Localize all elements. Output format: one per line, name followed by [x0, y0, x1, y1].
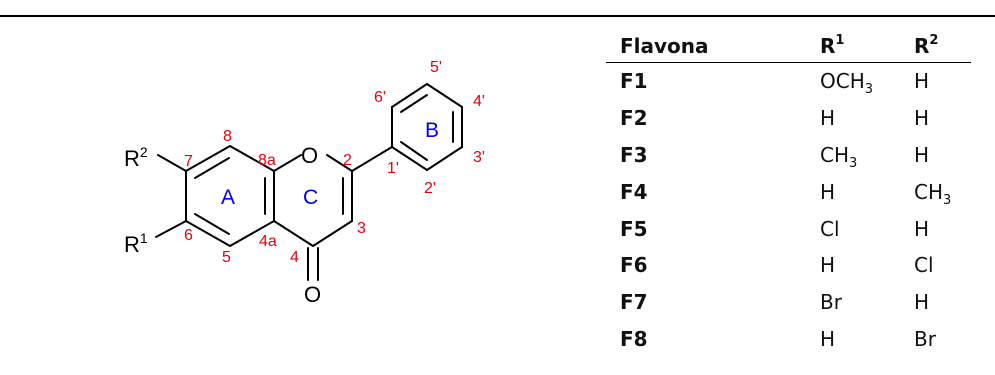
header-flavona: Flavona: [620, 34, 709, 58]
r1-value: H: [820, 253, 836, 278]
r1-value: H: [820, 179, 836, 204]
inner-bond-c6p-c5p: [400, 94, 428, 113]
ring-a-label: A: [221, 186, 235, 209]
header-r1: R1: [820, 33, 845, 58]
position-8: 8: [223, 128, 232, 145]
position-8a: 8a: [258, 152, 276, 169]
position-6prime: 6': [374, 89, 386, 106]
bond-c7-r2: [157, 154, 187, 172]
table-row: F4 H CH3: [606, 173, 971, 210]
table-row: F1 OCH3 H: [606, 63, 971, 100]
bond-c4-c4a: [273, 220, 314, 247]
r2-value: H: [914, 69, 930, 94]
r2-value: H: [914, 290, 930, 315]
r2-value: H: [914, 106, 930, 131]
r1-value: CH3: [820, 142, 858, 171]
position-6: 6: [184, 227, 193, 244]
r1-value: Br: [820, 290, 842, 315]
r2-label: R2: [124, 144, 148, 171]
bond-c3p-c2p: [426, 146, 463, 171]
table-row: F5 Cl H: [606, 210, 971, 247]
bond-c7-c8: [185, 145, 231, 172]
bond-c8-c8a: [229, 145, 275, 172]
r1-value: OCH3: [820, 69, 874, 98]
position-4a: 4a: [259, 233, 277, 250]
position-5prime: 5': [430, 59, 442, 76]
bond-c5p-c4p: [426, 83, 463, 108]
r1-label: R1: [124, 230, 148, 257]
r2-value: H: [914, 142, 930, 167]
table-row: F2 H H: [606, 100, 971, 137]
r1-value: Cl: [820, 216, 840, 241]
position-1prime: 1': [387, 160, 399, 177]
bond-c6-r1: [155, 220, 187, 238]
flavone-id: F5: [620, 216, 648, 241]
table-row: F7 Br H: [606, 284, 971, 321]
ring-c-label: C: [303, 186, 318, 209]
r1-value: H: [820, 326, 836, 351]
bond-c5-c6: [185, 220, 231, 247]
table-header: Flavona R1 R2: [606, 25, 971, 63]
flavone-structure: R2 R1 O O 8 7 6 5 4a 8a 2 3 4 6' 5' 4' 3…: [124, 59, 485, 307]
flavone-id: F1: [620, 69, 648, 94]
carbonyl-oxygen: O: [304, 282, 321, 307]
position-3prime: 3': [473, 149, 485, 166]
ring-b-label: B: [425, 119, 439, 142]
flavone-id: F4: [620, 179, 648, 204]
r2-value: CH3: [914, 179, 952, 208]
position-7: 7: [184, 153, 193, 170]
position-2: 2: [343, 152, 352, 169]
inner-bond-c7-c8: [194, 157, 230, 179]
table-row: F8 H Br: [606, 321, 971, 358]
r2-value: Br: [914, 326, 936, 351]
flavone-id: F2: [620, 106, 648, 131]
inner-bond-c2p-c1p: [400, 141, 428, 161]
r2-value: Cl: [914, 253, 934, 278]
flavone-id: F3: [620, 142, 648, 167]
flavone-id: F7: [620, 290, 648, 315]
position-3: 3: [357, 220, 366, 237]
bond-o1-c2: [326, 154, 353, 172]
position-5: 5: [222, 249, 231, 266]
position-4: 4: [290, 249, 299, 266]
r2-value: H: [914, 216, 930, 241]
bond-c3-c4: [312, 220, 353, 247]
table-row: F3 CH3 H: [606, 137, 971, 174]
bond-c6p-c5p: [391, 83, 428, 108]
flavone-id: F6: [620, 253, 648, 278]
r1-value: H: [820, 106, 836, 131]
bond-c8a-o1: [273, 154, 302, 172]
flavone-id: F8: [620, 326, 648, 351]
bond-c4a-c5: [229, 220, 275, 247]
table-row: F6 H Cl: [606, 247, 971, 284]
header-r2: R2: [914, 33, 939, 58]
bond-c2-c1prime: [351, 146, 393, 172]
top-rule: [0, 15, 995, 17]
inner-bond-c5-c6: [194, 213, 230, 235]
ring-oxygen: O: [301, 143, 318, 168]
bond-c2p-c1p: [391, 146, 428, 171]
position-4prime: 4': [473, 93, 485, 110]
flavone-table: Flavona R1 R2 F1 OCH3 H F2 H H F3 CH3 H …: [606, 25, 971, 357]
position-2prime: 2': [424, 180, 436, 197]
